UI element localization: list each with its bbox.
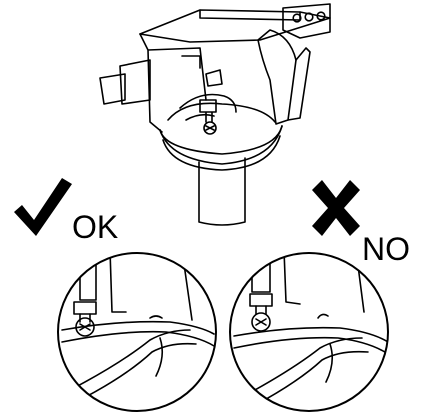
no-detail-circle — [229, 252, 389, 412]
ok-label: OK — [72, 209, 118, 245]
left-plate — [139, 33, 207, 133]
no-label-group: NO — [312, 180, 410, 267]
pole — [198, 157, 246, 226]
checkmark-icon — [14, 178, 72, 236]
cross-icon — [312, 180, 360, 236]
right-arm — [257, 29, 297, 125]
no-label: NO — [362, 231, 410, 267]
ok-detail-circle — [57, 252, 217, 412]
canopy-ring — [159, 125, 283, 165]
mounting-holes — [292, 11, 326, 23]
top-bolt — [199, 99, 217, 123]
ok-label-group: OK — [14, 178, 118, 245]
mounting-tab — [282, 3, 331, 39]
bracket-assembly — [99, 3, 331, 226]
